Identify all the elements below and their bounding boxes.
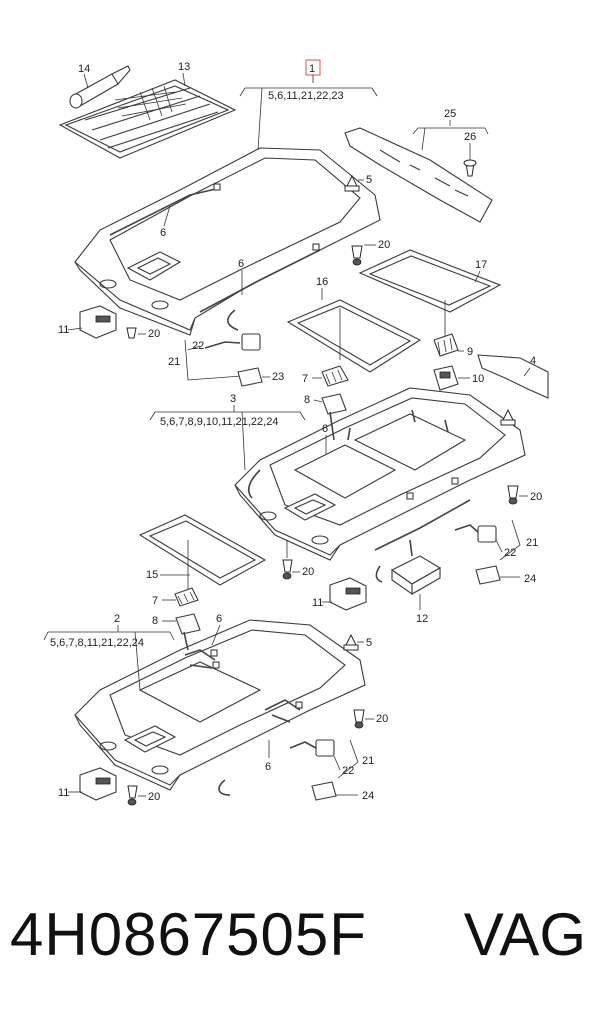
control-module-12 — [390, 539, 442, 596]
bracket-10 — [433, 365, 459, 391]
grommet-24-mid — [475, 565, 501, 585]
callout-20-d: 20 — [302, 566, 314, 578]
callout-1-subparts: 5,6,11,21,22,23 — [268, 90, 344, 102]
callout-8-a: 8 — [304, 394, 310, 406]
seal-9 — [433, 333, 459, 357]
grommet-23 — [237, 367, 263, 387]
cover-4 — [477, 354, 549, 399]
callout-17: 17 — [475, 259, 487, 271]
callout-6-b: 6 — [238, 258, 244, 270]
grommet-24-bottom — [311, 781, 337, 801]
callout-6-a: 6 — [160, 227, 166, 239]
callout-14: 14 — [78, 63, 90, 75]
callout-24-b: 24 — [362, 790, 374, 802]
clip-5-mid — [500, 408, 516, 426]
callout-4: 4 — [530, 355, 536, 367]
callout-20-f: 20 — [148, 791, 160, 803]
callout-8-b: 8 — [152, 615, 158, 627]
callout-2: 2 — [114, 613, 120, 625]
callout-6-e: 6 — [265, 761, 271, 773]
callout-20-c: 20 — [530, 491, 542, 503]
switch-11-top — [79, 305, 117, 339]
switch-11-bottom — [79, 767, 117, 801]
seal-7-bottom — [174, 587, 199, 607]
part-number: 4H0867505F — [10, 901, 367, 968]
callout-10: 10 — [472, 373, 484, 385]
connector-22-mid — [477, 525, 497, 543]
sunroof-frame-17 — [358, 249, 502, 313]
callout-26: 26 — [464, 131, 476, 143]
callout-16: 16 — [316, 276, 328, 288]
callout-3-subparts: 5,6,7,8,9,10,11,21,22,24 — [160, 416, 278, 428]
clip-5-top — [344, 174, 360, 192]
callout-23: 23 — [272, 371, 284, 383]
callout-24-a: 24 — [524, 573, 536, 585]
screw-20-a — [351, 245, 363, 266]
sunroof-frame-16 — [286, 299, 422, 373]
callout-7-b: 7 — [152, 595, 158, 607]
switch-11-mid — [329, 577, 367, 611]
callout-25: 25 — [444, 108, 456, 120]
trim-strip-25 — [344, 127, 493, 223]
clip-5-bottom — [343, 633, 359, 651]
callout-12: 12 — [416, 613, 428, 625]
callout-21-b: 21 — [526, 537, 538, 549]
callout-20-e: 20 — [376, 713, 388, 725]
callout-9: 9 — [467, 346, 473, 358]
callout-5-b: 5 — [366, 637, 372, 649]
callout-6-c: 6 — [322, 423, 328, 435]
callout-22-c: 22 — [342, 765, 354, 777]
adhesive-tube — [69, 65, 131, 109]
screw-20-f — [127, 785, 138, 806]
callout-3: 3 — [230, 393, 236, 405]
connector-22-top — [241, 333, 261, 351]
callout-11-c: 11 — [58, 787, 69, 799]
sunroof-frame-15 — [138, 514, 267, 586]
seal-7-top — [321, 365, 349, 387]
callout-22-a: 22 — [192, 340, 204, 352]
callout-11-a: 11 — [58, 324, 69, 336]
callout-20-a: 20 — [378, 239, 390, 251]
brand-label: VAG — [463, 901, 586, 968]
clip-8-bottom — [175, 613, 201, 651]
callout-20-b: 20 — [148, 328, 160, 340]
insulation-mat — [58, 79, 237, 159]
callout-6-d: 6 — [216, 613, 222, 625]
headliner-bottom — [74, 619, 366, 796]
callout-21-c: 21 — [362, 755, 374, 767]
screw-20-d — [282, 559, 293, 580]
headliner-middle — [234, 387, 526, 561]
screw-20-e — [353, 709, 365, 729]
callout-21-a: 21 — [168, 356, 180, 368]
callout-13: 13 — [178, 61, 190, 73]
callout-1: 1 — [309, 63, 315, 75]
headliner-exploded-diagram: 14 13 1 5,6,11,21,22,23 6 6 5 20 — [43, 59, 549, 806]
callout-5-a: 5 — [366, 174, 372, 186]
callout-7-a: 7 — [302, 373, 308, 385]
clip-26 — [463, 159, 477, 177]
callout-15: 15 — [146, 569, 158, 581]
headliner-top — [74, 147, 381, 336]
clip-8-mid — [321, 393, 347, 441]
screw-20-c — [507, 485, 519, 505]
callout-11-b: 11 — [312, 597, 323, 609]
connector-22-bottom — [315, 739, 335, 757]
callout-2-subparts: 5,6,7,8,11,21,22,24 — [50, 637, 144, 649]
